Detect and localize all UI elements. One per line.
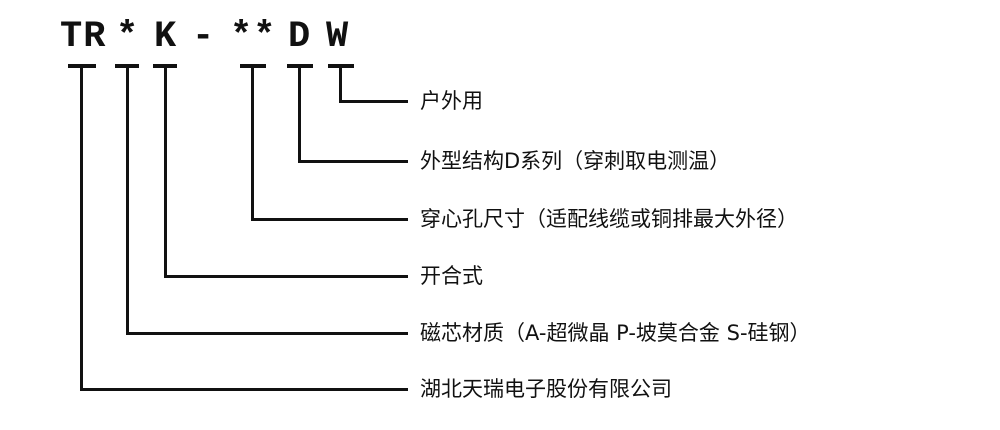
code-part-prefix: TR <box>60 16 107 58</box>
callout-core-material-vline <box>126 64 129 335</box>
callout-d-vline <box>298 64 301 163</box>
callout-d-label: 外型结构D系列（穿刺取电测温） <box>420 149 731 173</box>
callout-hole-size-hline <box>251 218 408 221</box>
code-part-core-star: * <box>116 16 140 58</box>
callout-tr-label: 湖北天瑞电子股份有限公司 <box>420 377 672 401</box>
code-part-dash: - <box>192 16 216 58</box>
code-part-size-stars: ** <box>230 16 277 58</box>
callout-tr-hline <box>80 388 408 391</box>
callout-w-hline <box>339 100 408 103</box>
callout-w-label: 户外用 <box>420 89 483 113</box>
callout-hole-size-vline <box>251 64 254 221</box>
code-part-w: W <box>326 16 350 58</box>
callout-core-material-label: 磁芯材质（A-超微晶 P-坡莫合金 S-硅钢） <box>420 321 811 345</box>
callout-tr-vline <box>80 64 83 391</box>
callout-d-hline <box>298 160 408 163</box>
callout-k-hline <box>164 275 408 278</box>
callout-core-material-hline <box>126 332 408 335</box>
callout-w-vline <box>339 64 342 103</box>
callout-k-vline <box>164 64 167 278</box>
callout-hole-size-label: 穿心孔尺寸（适配线缆或铜排最大外径） <box>420 207 798 231</box>
callout-k-label: 开合式 <box>420 264 483 288</box>
code-part-d: D <box>288 16 312 58</box>
code-part-k: K <box>154 16 178 58</box>
